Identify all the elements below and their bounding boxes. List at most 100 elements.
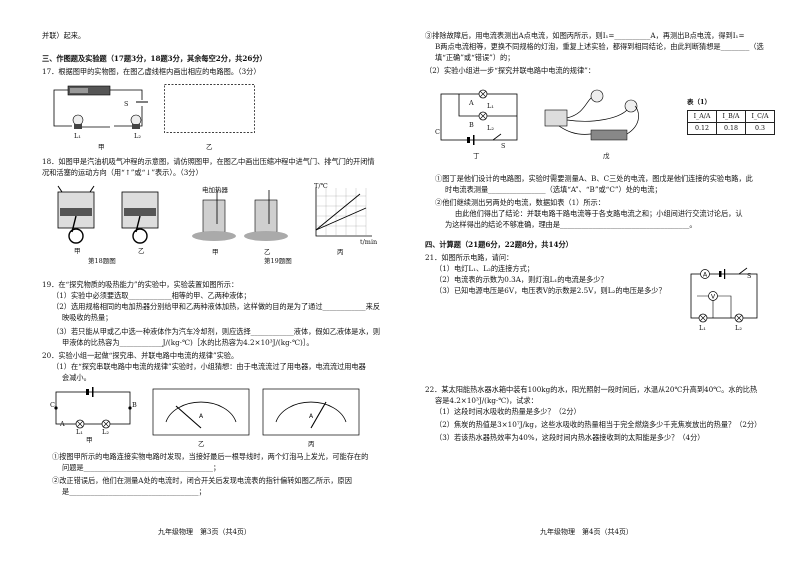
- graph-x-axis-label: t/min: [360, 238, 378, 246]
- q21-part3: （3）已知电源电压是6V，电压表V的示数是2.5V，则L₂的电压是多少？: [435, 286, 666, 295]
- question-20: 20．实验小组一起做“探究串、并联电路中电流的规律”实验。: [42, 351, 239, 360]
- svg-text:A: A: [199, 413, 204, 420]
- q20-part1-item2-line2: 是____________________________________；: [62, 487, 206, 496]
- q21-switch-label: S: [747, 272, 752, 280]
- heating-apparatus: [192, 190, 288, 241]
- q20-part2: （2）实验小组进一步“探究并联电路中电流的规律”：: [425, 66, 596, 75]
- engine-diagram-compression: [121, 191, 159, 244]
- q17-answer-box[interactable]: [164, 84, 256, 134]
- fig-wu-label: 戊: [603, 152, 610, 160]
- fig19-caption: 第19题图: [264, 257, 292, 265]
- q20-part1-line2: 会减小。: [62, 373, 91, 382]
- header-ic: I_C/A: [745, 109, 775, 124]
- question-22-line2: 容是4.2×10³J/(kg·℃)，试求：: [435, 396, 538, 405]
- q19-part1: （1）实验中必须要选取____________相等的甲、乙两种液体；: [52, 291, 251, 300]
- question-19: 19．在“探究物质的吸热能力”的实验中，实验装置如图所示：: [42, 280, 239, 289]
- branch-a-label: A: [469, 99, 474, 107]
- q19-part3-line1: （3）若只能从甲或乙中选一种液体作为汽车冷却剂，则应选择____________…: [52, 327, 381, 336]
- fig20-bing-label: 丙: [308, 440, 315, 448]
- ammeter-dial-bing: A: [262, 388, 360, 436]
- q20-part2-item1-line1: ①图丁是他们设计的电路图，实验时需要测量A、B、C三处的电流，图戊是他们连接的实…: [435, 174, 753, 183]
- fig20-jia-label: 甲: [86, 436, 93, 444]
- series-l1-label: L₁: [76, 428, 83, 436]
- question-18-line1: 18．如图甲是汽油机吸气冲程的示意图，请仿照图甲，在图乙中画出压缩冲程中进气门、…: [42, 157, 375, 166]
- fig19-jia-label: 甲: [212, 248, 219, 256]
- fig-ding-label: 丁: [473, 152, 480, 160]
- point-b-label: B: [132, 401, 137, 409]
- ammeter-dial-yi: A: [152, 388, 250, 436]
- header-ia: I_A/A: [687, 109, 717, 124]
- series-l2-label: L₂: [102, 428, 109, 436]
- section-4-title: 四、计算题（21题6分，22题8分，共14分）: [425, 240, 573, 249]
- q22-part2: （2）焦炭的热值是3×10⁷J/kg，这些水吸收的热量相当于完全燃烧多少千克焦炭…: [435, 420, 762, 429]
- cell-ib: 0.18: [716, 122, 746, 136]
- section-3-title: 三、作图题及实验题（17题3分，18题3分，其余每空2分，共26分）: [42, 54, 267, 63]
- q22-part1: （1）这段时间水吸收的热量是多少？（2分）: [435, 407, 581, 416]
- q20-item3-line1: ③排除故障后，用电流表测出A点电流，如图丙所示，则I₁=__________A，…: [425, 31, 745, 40]
- table-row: 0.12 0.18 0.3: [687, 122, 775, 136]
- q20-conclusion-line1: 由此他们得出了结论：并联电路干路电流等于各支路电流之和；小组间进行交流讨论后，认: [455, 209, 743, 218]
- lamp-l1-label: L₁: [74, 132, 81, 140]
- q20-part2-item1-line2: 时电流表测量________________（选填“A”、“B”或“C”）处的电…: [445, 185, 662, 194]
- q21-l1-label: L₁: [699, 324, 706, 332]
- page-4-footer: 九年级物理 第4页（共4页）: [540, 528, 633, 536]
- svg-text:A: A: [309, 413, 314, 420]
- fig19-bing-label: 丙: [337, 248, 344, 256]
- fig18-jia-label: 甲: [74, 247, 81, 255]
- table-header-row: I_A/A I_B/A I_C/A: [687, 109, 775, 124]
- lamp-l1-label-r: L₁: [487, 102, 494, 110]
- q20-item3-line3: 填“正确”或“错误”）的；: [435, 53, 515, 62]
- table-title: 表（1）: [687, 98, 712, 106]
- q20-part1-item2-line1: ②改正错误后，他们在测量A处的电流时，闭合开关后发现电流表的指针偏转如图乙所示，…: [52, 476, 352, 485]
- cell-ia: 0.12: [687, 122, 717, 136]
- question-22-line1: 22．某太阳能热水器水箱中装有100kg的水，阳光照射一段时间后，水温从20℃升…: [425, 385, 758, 394]
- header-ib: I_B/A: [716, 109, 746, 124]
- page-3: 并联）起来。 三、作图题及实验题（17题3分，18题3分，其余每空2分，共26分…: [42, 0, 387, 561]
- question-21: 21．如图所示电路，请问：: [425, 253, 514, 262]
- q21-circuit-diagram: A V: [690, 267, 758, 323]
- lamp-l2-label: L₂: [134, 132, 141, 140]
- question-17: 17．根据图甲的实物图，在图乙虚线框内画出相应的电路图。（3分）: [42, 67, 261, 76]
- q21-part2: （2）电流表的示数为0.3A，则灯泡L₁的电流是多少？: [435, 275, 608, 284]
- point-a-label: A: [60, 420, 65, 428]
- q21-part1: （1）电灯L₁、L₂的连接方式；: [435, 264, 534, 273]
- q20-part1-item1-line1: ①按图甲所示的电路连接实物电路时发现，当接好最后一根导线时，两个灯泡马上发光，可…: [52, 452, 369, 461]
- q19-part2-line1: （2）选用规格相同的电加热器分别给甲和乙两种液体加热，这样做的目的是为了通过__…: [52, 302, 381, 311]
- question-18-line2: 况和活塞的运动方向（用“↑”或“↓”表示）。（3分）: [42, 168, 203, 177]
- q20-part1-item1-line2: 问题是____________________________________；: [62, 463, 221, 472]
- fig-jia-label: 甲: [98, 143, 105, 151]
- continued-line: 并联）起来。: [42, 31, 86, 40]
- fig18-caption: 第18题图: [88, 257, 116, 265]
- switch-label: S: [124, 100, 129, 108]
- trunk-c-label: C: [435, 128, 440, 136]
- parallel-circuit-diagram: [440, 89, 518, 145]
- heater-label: 电加热器: [202, 186, 228, 194]
- cell-ic: 0.3: [745, 122, 775, 136]
- svg-text:A: A: [703, 272, 708, 279]
- q20-part1-line1: （1）在“探究串联电路中电流的规律”实验时，小组猜想：由于电流流过了用电器，电流…: [52, 362, 366, 371]
- q22-part3: （3）若该热水器热效率为40%，这段时间内热水器接收到的太阳能是多少？（4分）: [435, 433, 705, 442]
- fig19-yi-label: 乙: [264, 248, 271, 256]
- q17-physical-circuit: [53, 85, 148, 129]
- page-3-footer: 九年级物理 第3页（共4页）: [158, 528, 251, 536]
- fig20-yi-label: 乙: [198, 440, 205, 448]
- q21-l2-label: L₂: [735, 324, 742, 332]
- fig-yi-label: 乙: [206, 143, 213, 151]
- temperature-time-graph: [315, 188, 372, 237]
- q20-item3-line2: B两点电流相等，更换不同规格的灯泡，重复上述实验，都得到相同结论，由此判断猜想是…: [435, 42, 764, 51]
- fig18-yi-label: 乙: [138, 247, 145, 255]
- q19-part2-line2: 映吸收的热量；: [62, 313, 113, 322]
- lamp-l2-label-r: L₂: [487, 124, 494, 132]
- page-4: ③排除故障后，用电流表测出A点电流，如图丙所示，则I₁=__________A，…: [425, 0, 775, 561]
- engine-diagram-intake: [57, 185, 95, 244]
- branch-b-label: B: [469, 121, 474, 129]
- q20-part2-item2: ②他们继续测出另两处的电流，数据如表（1）所示：: [435, 198, 605, 207]
- graph-y-axis-label: T/℃: [314, 182, 328, 190]
- q19-part3-line2: 甲液体的比热容为____________J/(kg·℃)［水的比热容为4.2×1…: [62, 338, 314, 347]
- switch-s-label: S: [501, 142, 506, 150]
- svg-text:V: V: [711, 294, 716, 301]
- current-data-table: I_A/A I_B/A I_C/A 0.12 0.18 0.3: [687, 109, 775, 136]
- point-c-label: C: [50, 401, 55, 409]
- series-circuit-diagram: [54, 387, 132, 429]
- q20-conclusion-line2: 为这样得出的结论不够准确，理由是________________________…: [445, 220, 697, 229]
